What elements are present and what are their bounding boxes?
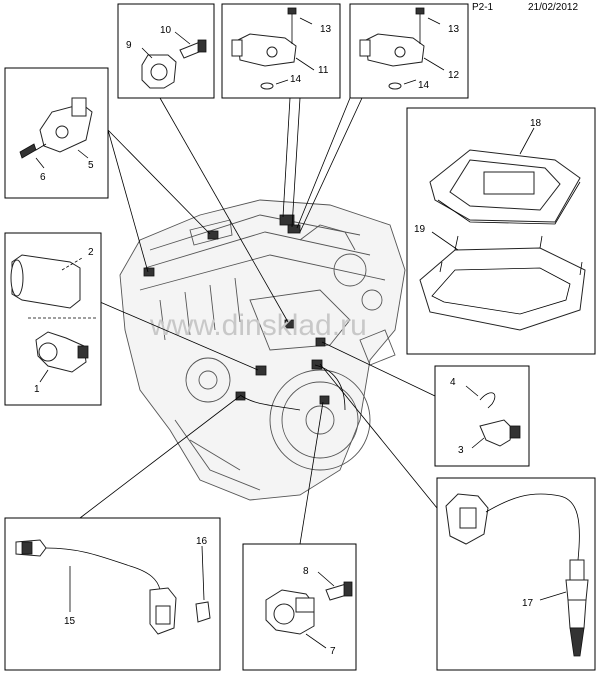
- callout-5: 5: [88, 160, 94, 171]
- panel-oxygen-sensor-17: 17: [436, 477, 596, 671]
- callout-18: 18: [530, 118, 542, 129]
- callout-4: 4: [450, 377, 456, 388]
- mount-point-sensor-7: [319, 395, 330, 405]
- mount-point-sensor-9: [284, 319, 295, 329]
- engine-assembly: [119, 199, 406, 501]
- mount-point-sensor-15: [235, 391, 246, 401]
- mount-point-sensor-5b: [143, 267, 155, 277]
- callout-17: 17: [522, 598, 534, 609]
- callout-14b: 14: [418, 80, 430, 91]
- callout-6: 6: [40, 172, 46, 183]
- page-code: P2-1: [472, 2, 494, 13]
- diagram-date: 21/02/2012: [528, 2, 579, 13]
- mount-point-sensor-5: [207, 230, 219, 240]
- panel-sensor-9-10: 9 10: [117, 3, 215, 99]
- callout-3: 3: [458, 445, 464, 456]
- callout-10: 10: [160, 25, 172, 36]
- panel-sensor-7-8: 8 7: [242, 543, 357, 671]
- panel-sensor-11: 13 11 14: [221, 3, 341, 99]
- callout-13b: 13: [448, 24, 460, 35]
- callout-16: 16: [196, 536, 208, 547]
- callout-9: 9: [126, 40, 132, 51]
- panel-sensor-12: 13 12 14: [349, 3, 469, 99]
- callout-14: 14: [290, 74, 302, 85]
- mount-point-sensor-1: [255, 365, 267, 376]
- panel-ecu-18-19: 18 19: [406, 107, 596, 355]
- watermark: www.dinsklad.ru: [149, 309, 367, 342]
- mount-point-sensor-3: [315, 337, 326, 347]
- callout-15: 15: [64, 616, 76, 627]
- callout-11: 11: [318, 65, 329, 76]
- callout-13: 13: [320, 24, 332, 35]
- callout-2: 2: [88, 247, 94, 258]
- mount-point-sensor-12: [287, 224, 301, 234]
- panel-sensor-1-2: 2 1: [4, 232, 102, 406]
- panel-oxygen-sensor-15-16: 16 15: [4, 517, 221, 671]
- callout-19: 19: [414, 224, 426, 235]
- callout-1: 1: [34, 384, 40, 395]
- panel-sensor-5-6: 5 6: [4, 67, 109, 199]
- callout-12: 12: [448, 70, 460, 81]
- leader-lines: [79, 97, 438, 545]
- callout-8: 8: [303, 566, 309, 577]
- callout-7: 7: [330, 646, 336, 657]
- mount-point-sensor-17: [311, 359, 323, 370]
- panel-clip-3-4: 4 3: [434, 365, 530, 467]
- mount-point-sensor-11: [279, 214, 295, 226]
